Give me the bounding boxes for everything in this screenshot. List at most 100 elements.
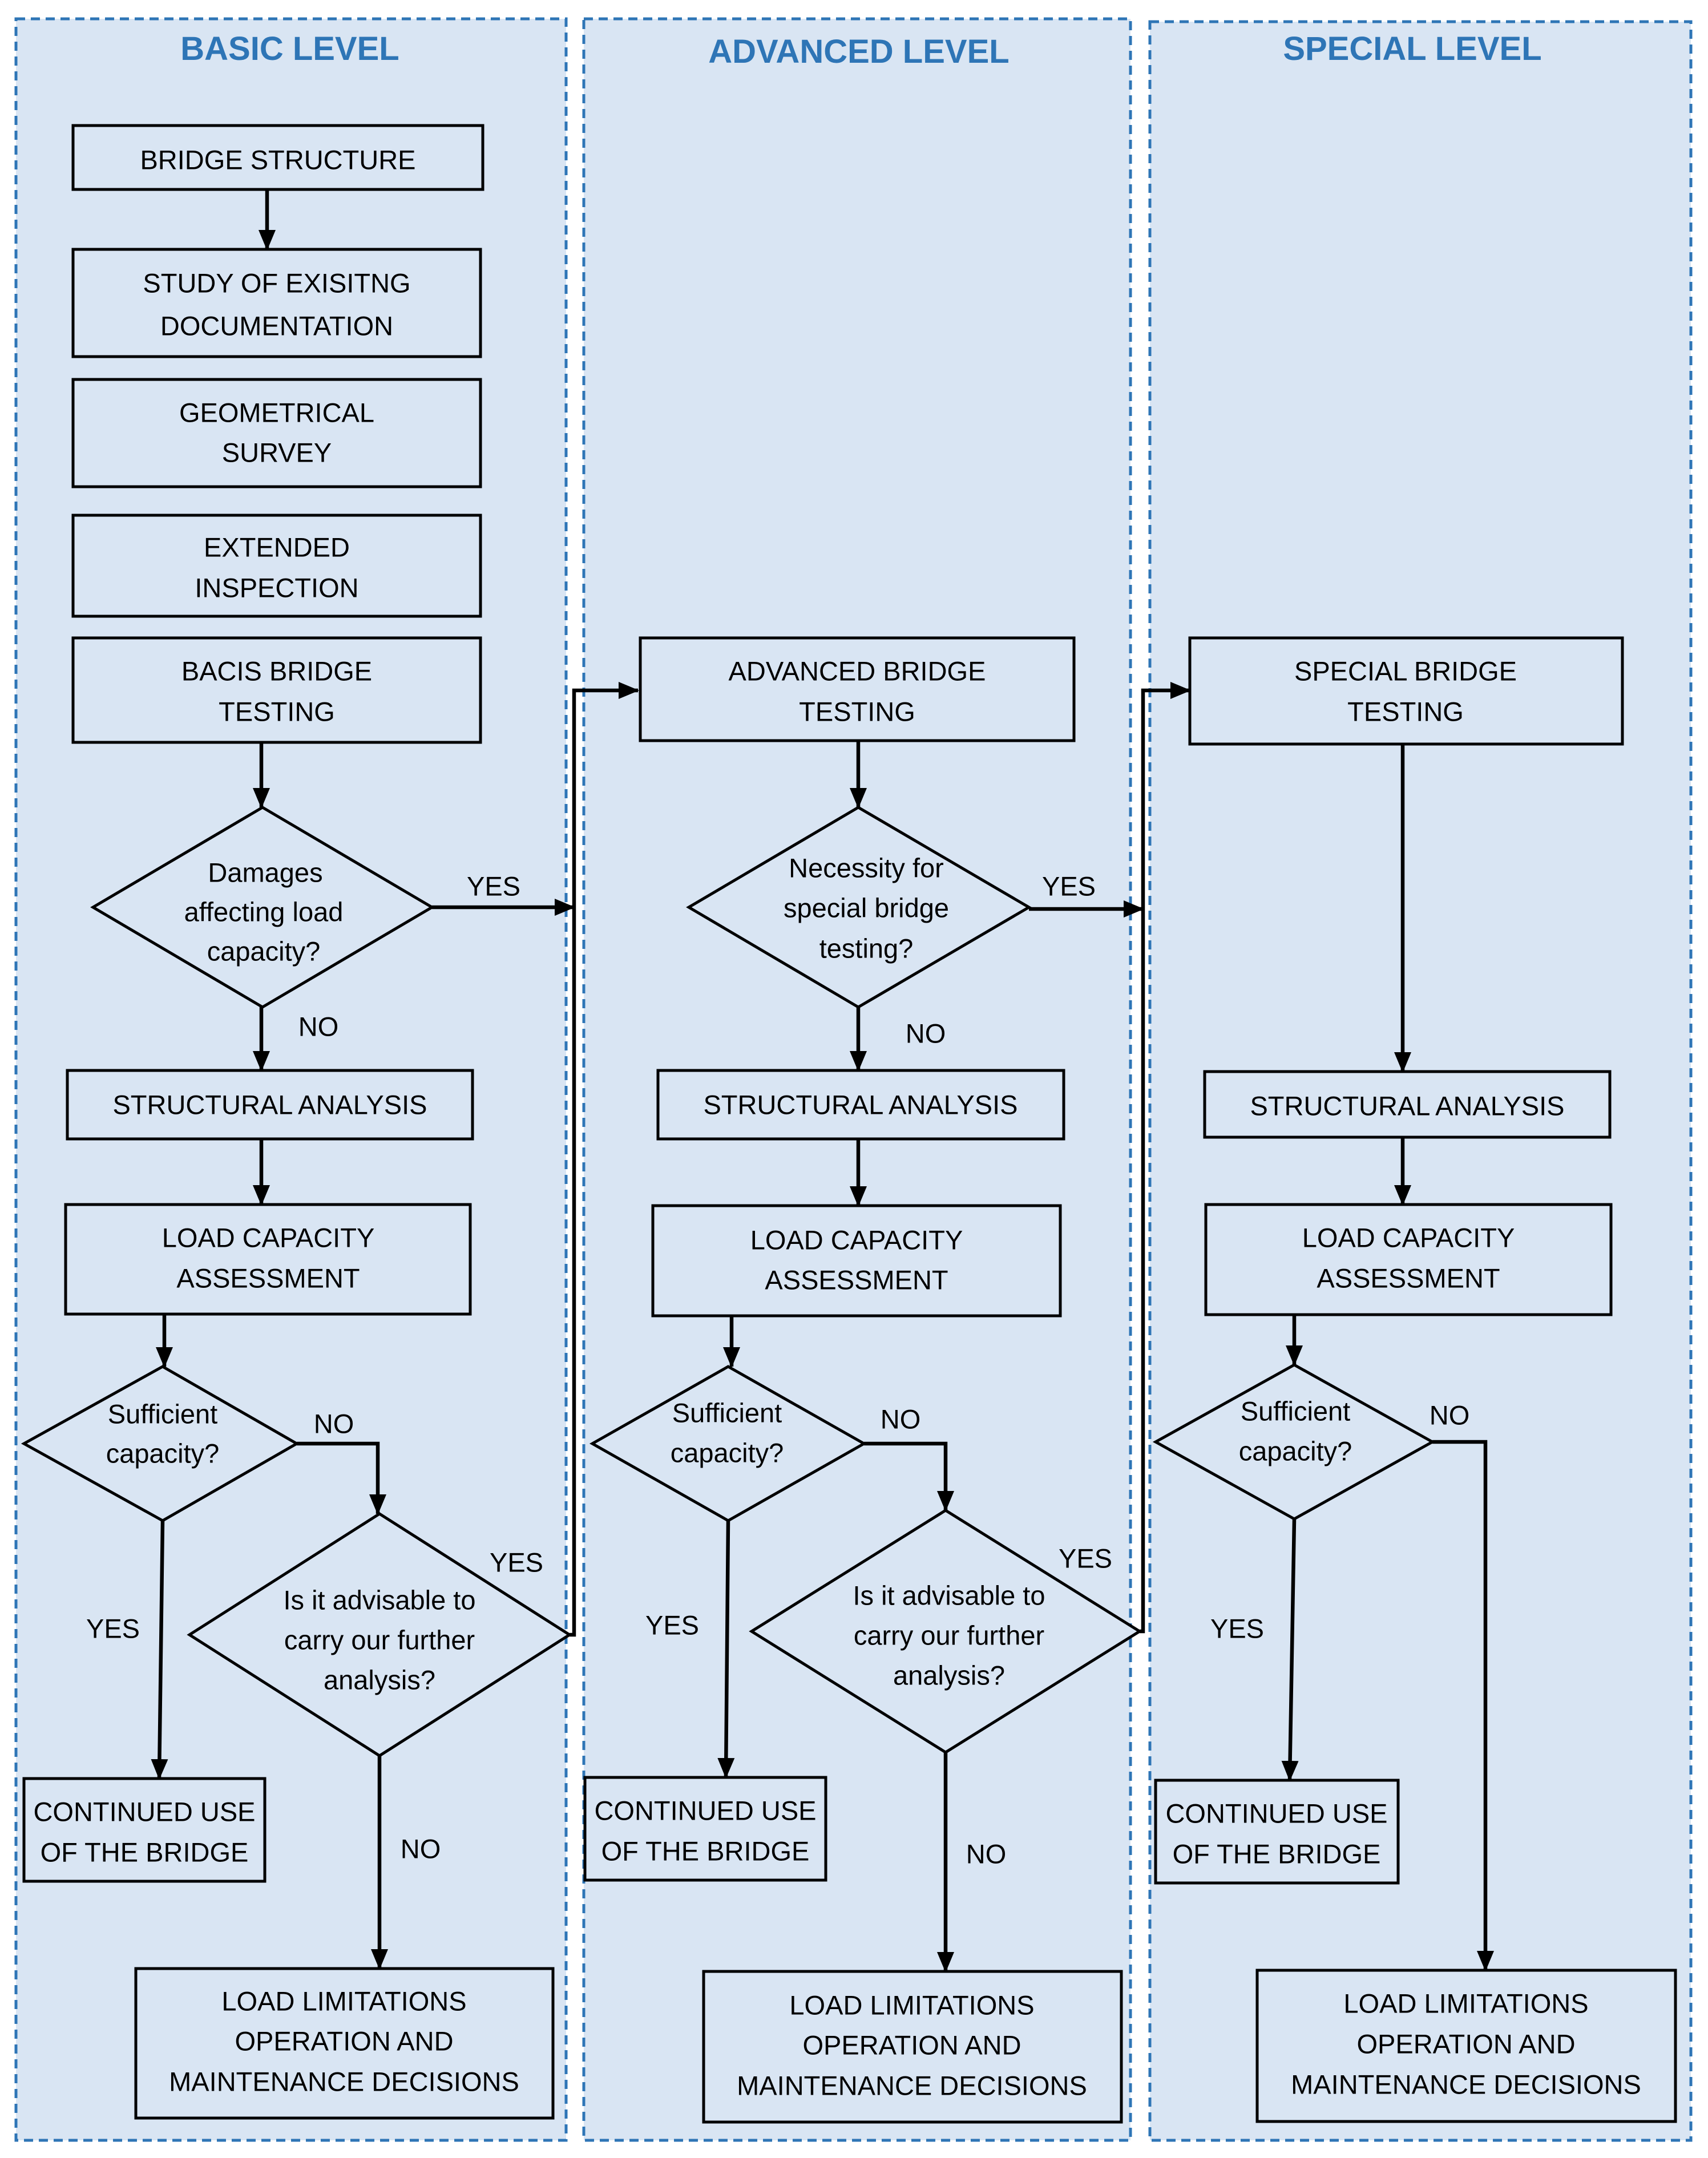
special-continued-use-box [1154,1779,1400,1885]
advanced-load-capacity-label-1: LOAD CAPACITY [750,1225,963,1255]
special-load-capacity-box [1204,1203,1613,1316]
advanced-level-flow: ADVANCED BRIDGE TESTING Necessity for sp… [583,636,1191,2124]
special-load-capacity-label-2: ASSESSMENT [1317,1263,1500,1293]
damages-decision-label-1: Damages [208,857,322,887]
advanced-structural-analysis-label: STRUCTURAL ANALYSIS [703,1089,1017,1120]
damages-decision-label-2: affecting load [184,896,344,927]
special-necessity-label-3: testing? [819,933,914,963]
basic-testing-label-1: BACIS BRIDGE [181,656,372,686]
edge-label-advisable-yes: YES [490,1547,543,1577]
study-documentation-box [71,248,482,358]
special-load-limitations-label-3: MAINTENANCE DECISIONS [1291,2069,1641,2099]
advanced-continued-use-label-2: OF THE BRIDGE [601,1836,810,1866]
advanced-load-capacity-box [651,1204,1062,1318]
bridge-structure-label: BRIDGE STRUCTURE [140,144,415,175]
special-level-title: SPECIAL LEVEL [1283,30,1541,67]
edge-label-adv-sufficient-no: NO [881,1404,921,1434]
special-testing-label-2: TESTING [1347,696,1464,726]
advanced-advisable-label-3: analysis? [893,1660,1005,1690]
basic-continued-use-label-1: CONTINUED USE [33,1796,255,1826]
basic-load-limitations-box [134,1967,555,2120]
special-level-flow: SPECIAL BRIDGE TESTING STRUCTURAL ANALYS… [1152,636,1677,2123]
special-necessity-label-2: special bridge [784,892,949,923]
special-structural-analysis-box [1203,1070,1612,1139]
extended-inspection-label-1: EXTENDED [204,532,350,562]
edge-label-sufficient-no: NO [314,1408,354,1438]
special-load-limitations-label-1: LOAD LIMITATIONS [1343,1988,1588,2018]
special-testing-label-1: SPECIAL BRIDGE [1294,656,1517,686]
basic-continued-use-label-2: OF THE BRIDGE [41,1837,249,1867]
edge-label-damages-yes: YES [467,871,520,901]
basic-structural-analysis-box [66,1069,474,1141]
advanced-continued-use-label-1: CONTINUED USE [594,1795,816,1825]
advanced-load-limitations-label-2: OPERATION AND [802,2030,1021,2060]
edge-special-sufficient-yes [1281,1518,1299,1781]
advanced-testing-label-1: ADVANCED BRIDGE [729,656,986,686]
advanced-load-limitations-box [702,1970,1123,2124]
advanced-sufficient-capacity-label-1: Sufficient [672,1397,782,1428]
edge-label-damages-no: NO [298,1011,339,1041]
advanced-continued-use-box [583,1776,827,1882]
extended-inspection-box [71,514,482,618]
basic-advisable-label-3: analysis? [324,1664,435,1695]
extended-inspection-label-2: INSPECTION [195,572,358,603]
edge-label-necessity-no: NO [906,1018,946,1048]
basic-testing-box [71,636,482,744]
edge-adv-sufficient-no [864,1441,954,1512]
edge-label-necessity-yes: YES [1042,871,1096,901]
geometrical-survey-box [71,378,482,488]
advanced-load-capacity-label-2: ASSESSMENT [765,1264,948,1295]
edge-advisable-yes [570,682,639,1637]
basic-sufficient-capacity-label-1: Sufficient [108,1399,217,1429]
study-documentation-label-2: DOCUMENTATION [160,310,393,341]
edge-special-sufficient-no [1432,1440,1494,1971]
edge-label-advisable-no: NO [401,1833,441,1864]
basic-advisable-label-1: Is it advisable to [283,1585,475,1615]
basic-advisable-label-2: carry our further [284,1624,475,1655]
basic-load-limitations-label-3: MAINTENANCE DECISIONS [169,2066,519,2096]
basic-continued-use-box [22,1777,267,1883]
edge-label-adv-sufficient-yes: YES [645,1610,699,1640]
edge-sufficient-yes [151,1520,168,1780]
special-sufficient-capacity-label-1: Sufficient [1241,1396,1350,1426]
special-sufficient-capacity-label-2: capacity? [1239,1436,1352,1466]
special-load-limitations-box [1255,1969,1677,2123]
advanced-advisable-label-1: Is it advisable to [853,1580,1045,1610]
advanced-load-limitations-label-1: LOAD LIMITATIONS [789,1990,1034,2020]
edge-adv-sufficient-yes [717,1520,735,1779]
advanced-level-title: ADVANCED LEVEL [708,33,1009,70]
advanced-testing-box [639,636,1076,742]
special-structural-analysis-label: STRUCTURAL ANALYSIS [1250,1090,1564,1121]
basic-level-flow: BRIDGE STRUCTURE STUDY OF EXISITNG DOCUM… [21,124,639,2120]
basic-structural-analysis-label: STRUCTURAL ANALYSIS [112,1089,427,1120]
basic-load-limitations-label-1: LOAD LIMITATIONS [221,1986,466,2016]
damages-decision-label-3: capacity? [207,936,321,966]
advanced-advisable-label-2: carry our further [854,1620,1044,1650]
special-continued-use-label-1: CONTINUED USE [1165,1798,1387,1828]
geometrical-survey-label-1: GEOMETRICAL [179,397,374,427]
advanced-structural-analysis-box [656,1069,1065,1141]
edge-label-sufficient-yes: YES [86,1613,140,1643]
advanced-load-limitations-label-3: MAINTENANCE DECISIONS [737,2070,1087,2100]
basic-load-capacity-label-2: ASSESSMENT [176,1263,360,1293]
edge-label-adv-advisable-no: NO [966,1838,1007,1869]
edge-label-special-sufficient-yes: YES [1210,1613,1264,1643]
study-documentation-label-1: STUDY OF EXISITNG [143,268,410,298]
special-necessity-label-1: Necessity for [789,852,944,883]
edge-sufficient-no [297,1441,386,1515]
basic-load-capacity-box [64,1203,472,1316]
special-load-capacity-label-1: LOAD CAPACITY [1302,1222,1515,1252]
special-continued-use-label-2: OF THE BRIDGE [1173,1838,1381,1869]
basic-load-limitations-label-2: OPERATION AND [235,2026,453,2056]
basic-testing-label-2: TESTING [219,696,335,726]
advanced-testing-label-2: TESTING [799,696,915,726]
basic-load-capacity-label-1: LOAD CAPACITY [162,1222,375,1252]
edge-adv-advisable-yes [1140,682,1191,1634]
special-load-limitations-label-2: OPERATION AND [1356,2028,1575,2059]
basic-level-title: BASIC LEVEL [180,30,399,67]
edge-label-special-sufficient-no: NO [1430,1400,1470,1430]
advanced-sufficient-capacity-label-2: capacity? [671,1437,784,1468]
basic-sufficient-capacity-label-2: capacity? [106,1438,220,1468]
special-testing-box [1188,636,1624,746]
